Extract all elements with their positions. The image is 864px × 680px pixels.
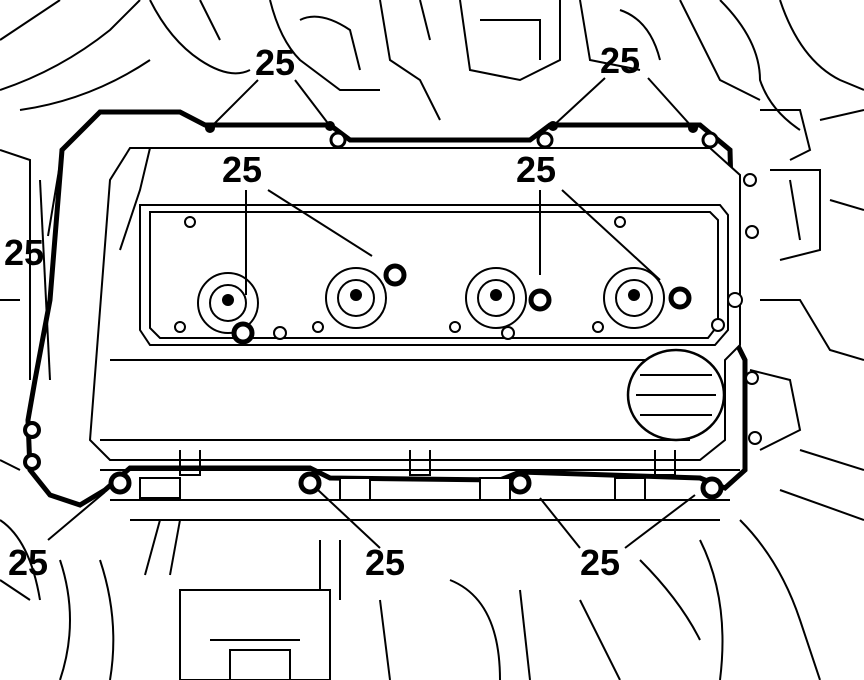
callout-label-top-right: 25 — [600, 40, 640, 81]
cover-gasket — [25, 109, 748, 508]
spark-plug-well-3 — [465, 267, 527, 329]
callout-label-left-side: 25 — [4, 232, 44, 273]
spark-plug-well-2 — [325, 267, 387, 329]
fuel-rail-area — [100, 450, 740, 680]
spark-plug-well-1 — [197, 272, 259, 334]
callout-label-top-left: 25 — [255, 42, 295, 83]
cover-bolts — [23, 121, 762, 500]
callout-label-bottom-center: 25 — [365, 542, 405, 583]
oil-filler-cap — [626, 348, 726, 442]
callout-labels: 25 25 25 25 25 25 25 25 — [4, 40, 640, 583]
callout-label-mid-right: 25 — [516, 149, 556, 190]
valve-cover — [88, 147, 741, 461]
spark-plug-well-4 — [603, 267, 665, 329]
callout-label-bottom-right: 25 — [580, 542, 620, 583]
callout-label-bottom-left: 25 — [8, 542, 48, 583]
leader-lines — [47, 77, 696, 549]
callout-label-mid-left: 25 — [222, 149, 262, 190]
